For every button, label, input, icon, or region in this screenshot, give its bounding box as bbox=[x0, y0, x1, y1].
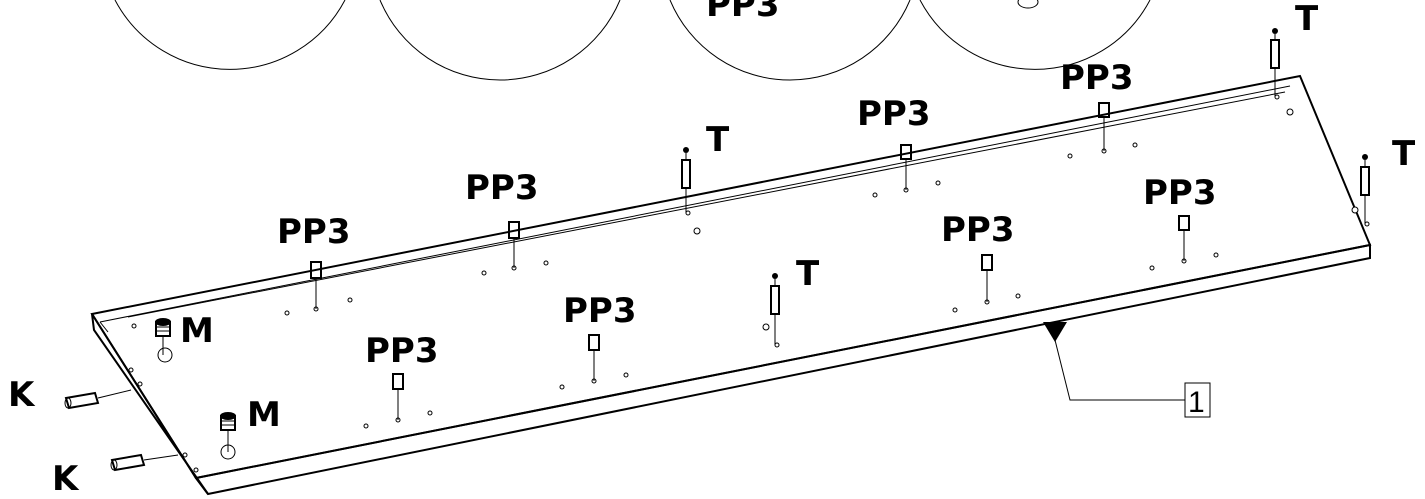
k-dowel bbox=[64, 389, 132, 410]
label-pp3: PP3 bbox=[1060, 58, 1134, 98]
label-k: K bbox=[52, 459, 80, 499]
pp3-pin bbox=[900, 144, 912, 190]
pp3-pin bbox=[392, 373, 404, 420]
pp3-pin bbox=[310, 261, 322, 309]
label-pp3: PP3 bbox=[857, 94, 931, 134]
t-anchor bbox=[1270, 28, 1280, 97]
m-cam-locks bbox=[155, 318, 236, 452]
t-anchor bbox=[681, 147, 691, 213]
t-anchor bbox=[770, 273, 780, 345]
label-t: T bbox=[1392, 134, 1416, 174]
label-t: T bbox=[706, 120, 730, 160]
panel-1 bbox=[90, 74, 1372, 496]
detail-part-icon bbox=[1017, 0, 1039, 9]
label-t: T bbox=[1295, 0, 1319, 39]
callout-number: 1 bbox=[1188, 386, 1205, 419]
label-m: M bbox=[180, 311, 214, 351]
detail-circles: PP3 bbox=[114, 0, 1151, 81]
label-pp3: PP3 bbox=[1143, 173, 1217, 213]
label-pp3: PP3 bbox=[941, 210, 1015, 250]
label-pp3: PP3 bbox=[277, 212, 351, 252]
m-cam-lock bbox=[220, 412, 236, 452]
detail-circle-1 bbox=[114, 0, 346, 70]
pp3-pin bbox=[981, 254, 993, 302]
callout-1: 1 bbox=[1043, 322, 1211, 419]
pp3-pin bbox=[1178, 215, 1190, 261]
cutoff-label: PP3 bbox=[706, 0, 780, 25]
part-labels: PP3 PP3 PP3 PP3 PP3 PP3 PP3 PP3 T T T T … bbox=[8, 0, 1416, 499]
pp3-pin bbox=[1098, 102, 1110, 151]
detail-circle-3 bbox=[669, 0, 911, 81]
k-dowels bbox=[64, 389, 179, 472]
label-t: T bbox=[796, 254, 820, 294]
t-anchor bbox=[1360, 154, 1370, 224]
detail-circle-4 bbox=[919, 0, 1151, 70]
label-pp3: PP3 bbox=[465, 168, 539, 208]
label-pp3: PP3 bbox=[563, 291, 637, 331]
pp3-pins bbox=[310, 102, 1190, 420]
t-anchors bbox=[681, 28, 1370, 345]
pp3-pin bbox=[508, 221, 520, 268]
panel-holes bbox=[128, 94, 1370, 473]
m-cam-lock bbox=[155, 318, 171, 355]
k-dowel bbox=[110, 453, 179, 472]
detail-circle-2 bbox=[379, 0, 621, 81]
pp3-pin bbox=[588, 334, 600, 381]
label-k: K bbox=[8, 375, 36, 415]
label-m: M bbox=[247, 395, 281, 435]
callout-box bbox=[1184, 382, 1211, 418]
label-pp3: PP3 bbox=[365, 331, 439, 371]
